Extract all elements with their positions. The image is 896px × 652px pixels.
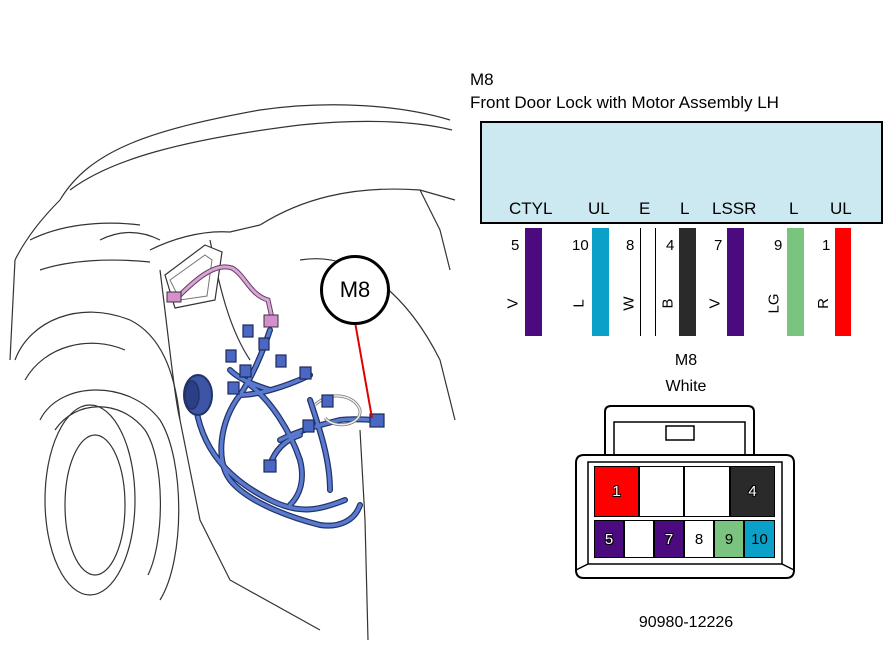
connector-pin-cell-empty: [624, 520, 654, 558]
wire-color-code: V: [706, 298, 724, 309]
connector-pin-number: 4: [748, 483, 757, 500]
terminal-label: L: [789, 199, 799, 218]
terminal-label: CTYL: [509, 199, 553, 218]
connector-callout-bubble: M8: [320, 255, 390, 325]
connector-pin-cell: 1: [594, 466, 639, 517]
part-number: 90980-12226: [638, 614, 734, 631]
connector-pin-number: 1: [612, 483, 621, 500]
callout-leader-line: [354, 321, 373, 419]
terminal-label: UL: [588, 199, 610, 218]
connector-title: Front Door Lock with Motor Assembly LH: [470, 93, 779, 112]
connector-pin-number: 9: [724, 530, 734, 548]
connector-pin-cell-empty: [684, 466, 730, 517]
connector-pin-cell: 4: [730, 466, 775, 517]
connector-pin-number: 8: [694, 530, 704, 548]
callout-label: M8: [339, 277, 371, 302]
connector-pin-cell: 7: [654, 520, 684, 558]
wire-color-code: V: [504, 298, 522, 309]
pin-number: 9: [774, 237, 783, 254]
mirror-harness: [166, 264, 279, 328]
wire-blue: [592, 228, 609, 336]
terminal-label: E: [639, 199, 651, 218]
connector-pin-cell: 9: [714, 520, 744, 558]
wire-color-code: W: [620, 296, 638, 311]
component-box: [480, 121, 883, 224]
wire-violet: [727, 228, 744, 336]
terminal-label: L: [680, 199, 690, 218]
wire-black: [679, 228, 696, 336]
vehicle-illustration: [9, 104, 456, 641]
connector-pin-cell-empty: [639, 466, 684, 517]
wire-color-code: LG: [765, 293, 783, 314]
wire-color-code: L: [570, 299, 588, 308]
connector-pin-cell: 10: [744, 520, 775, 558]
wire-violet: [525, 228, 542, 336]
connector-view-color: White: [665, 378, 707, 395]
wire-color-code: R: [814, 298, 832, 309]
harness-connectors: [225, 324, 385, 473]
terminal-label: UL: [830, 199, 852, 218]
wire-color-code: B: [659, 298, 677, 309]
connector-pin-number: 7: [664, 530, 674, 548]
wire-white: [640, 228, 656, 336]
connector-pin-number: 10: [751, 530, 768, 548]
connector-pin-cell: 5: [594, 520, 624, 558]
wire-red: [835, 228, 851, 336]
connector-pin-cell: 8: [684, 520, 714, 558]
pin-number: 7: [714, 237, 723, 254]
pin-number: 10: [572, 237, 589, 254]
connector-code: M8: [470, 70, 494, 89]
connector-pin-number: 5: [604, 530, 614, 548]
car-body-outline: [9, 104, 456, 641]
connector-view-name: M8: [674, 352, 698, 369]
pin-number: 4: [666, 237, 675, 254]
pin-number: 5: [511, 237, 520, 254]
pin-number: 1: [822, 237, 831, 254]
terminal-label: LSSR: [712, 199, 757, 218]
pin-number: 8: [626, 237, 635, 254]
wire-light-green: [787, 228, 804, 336]
